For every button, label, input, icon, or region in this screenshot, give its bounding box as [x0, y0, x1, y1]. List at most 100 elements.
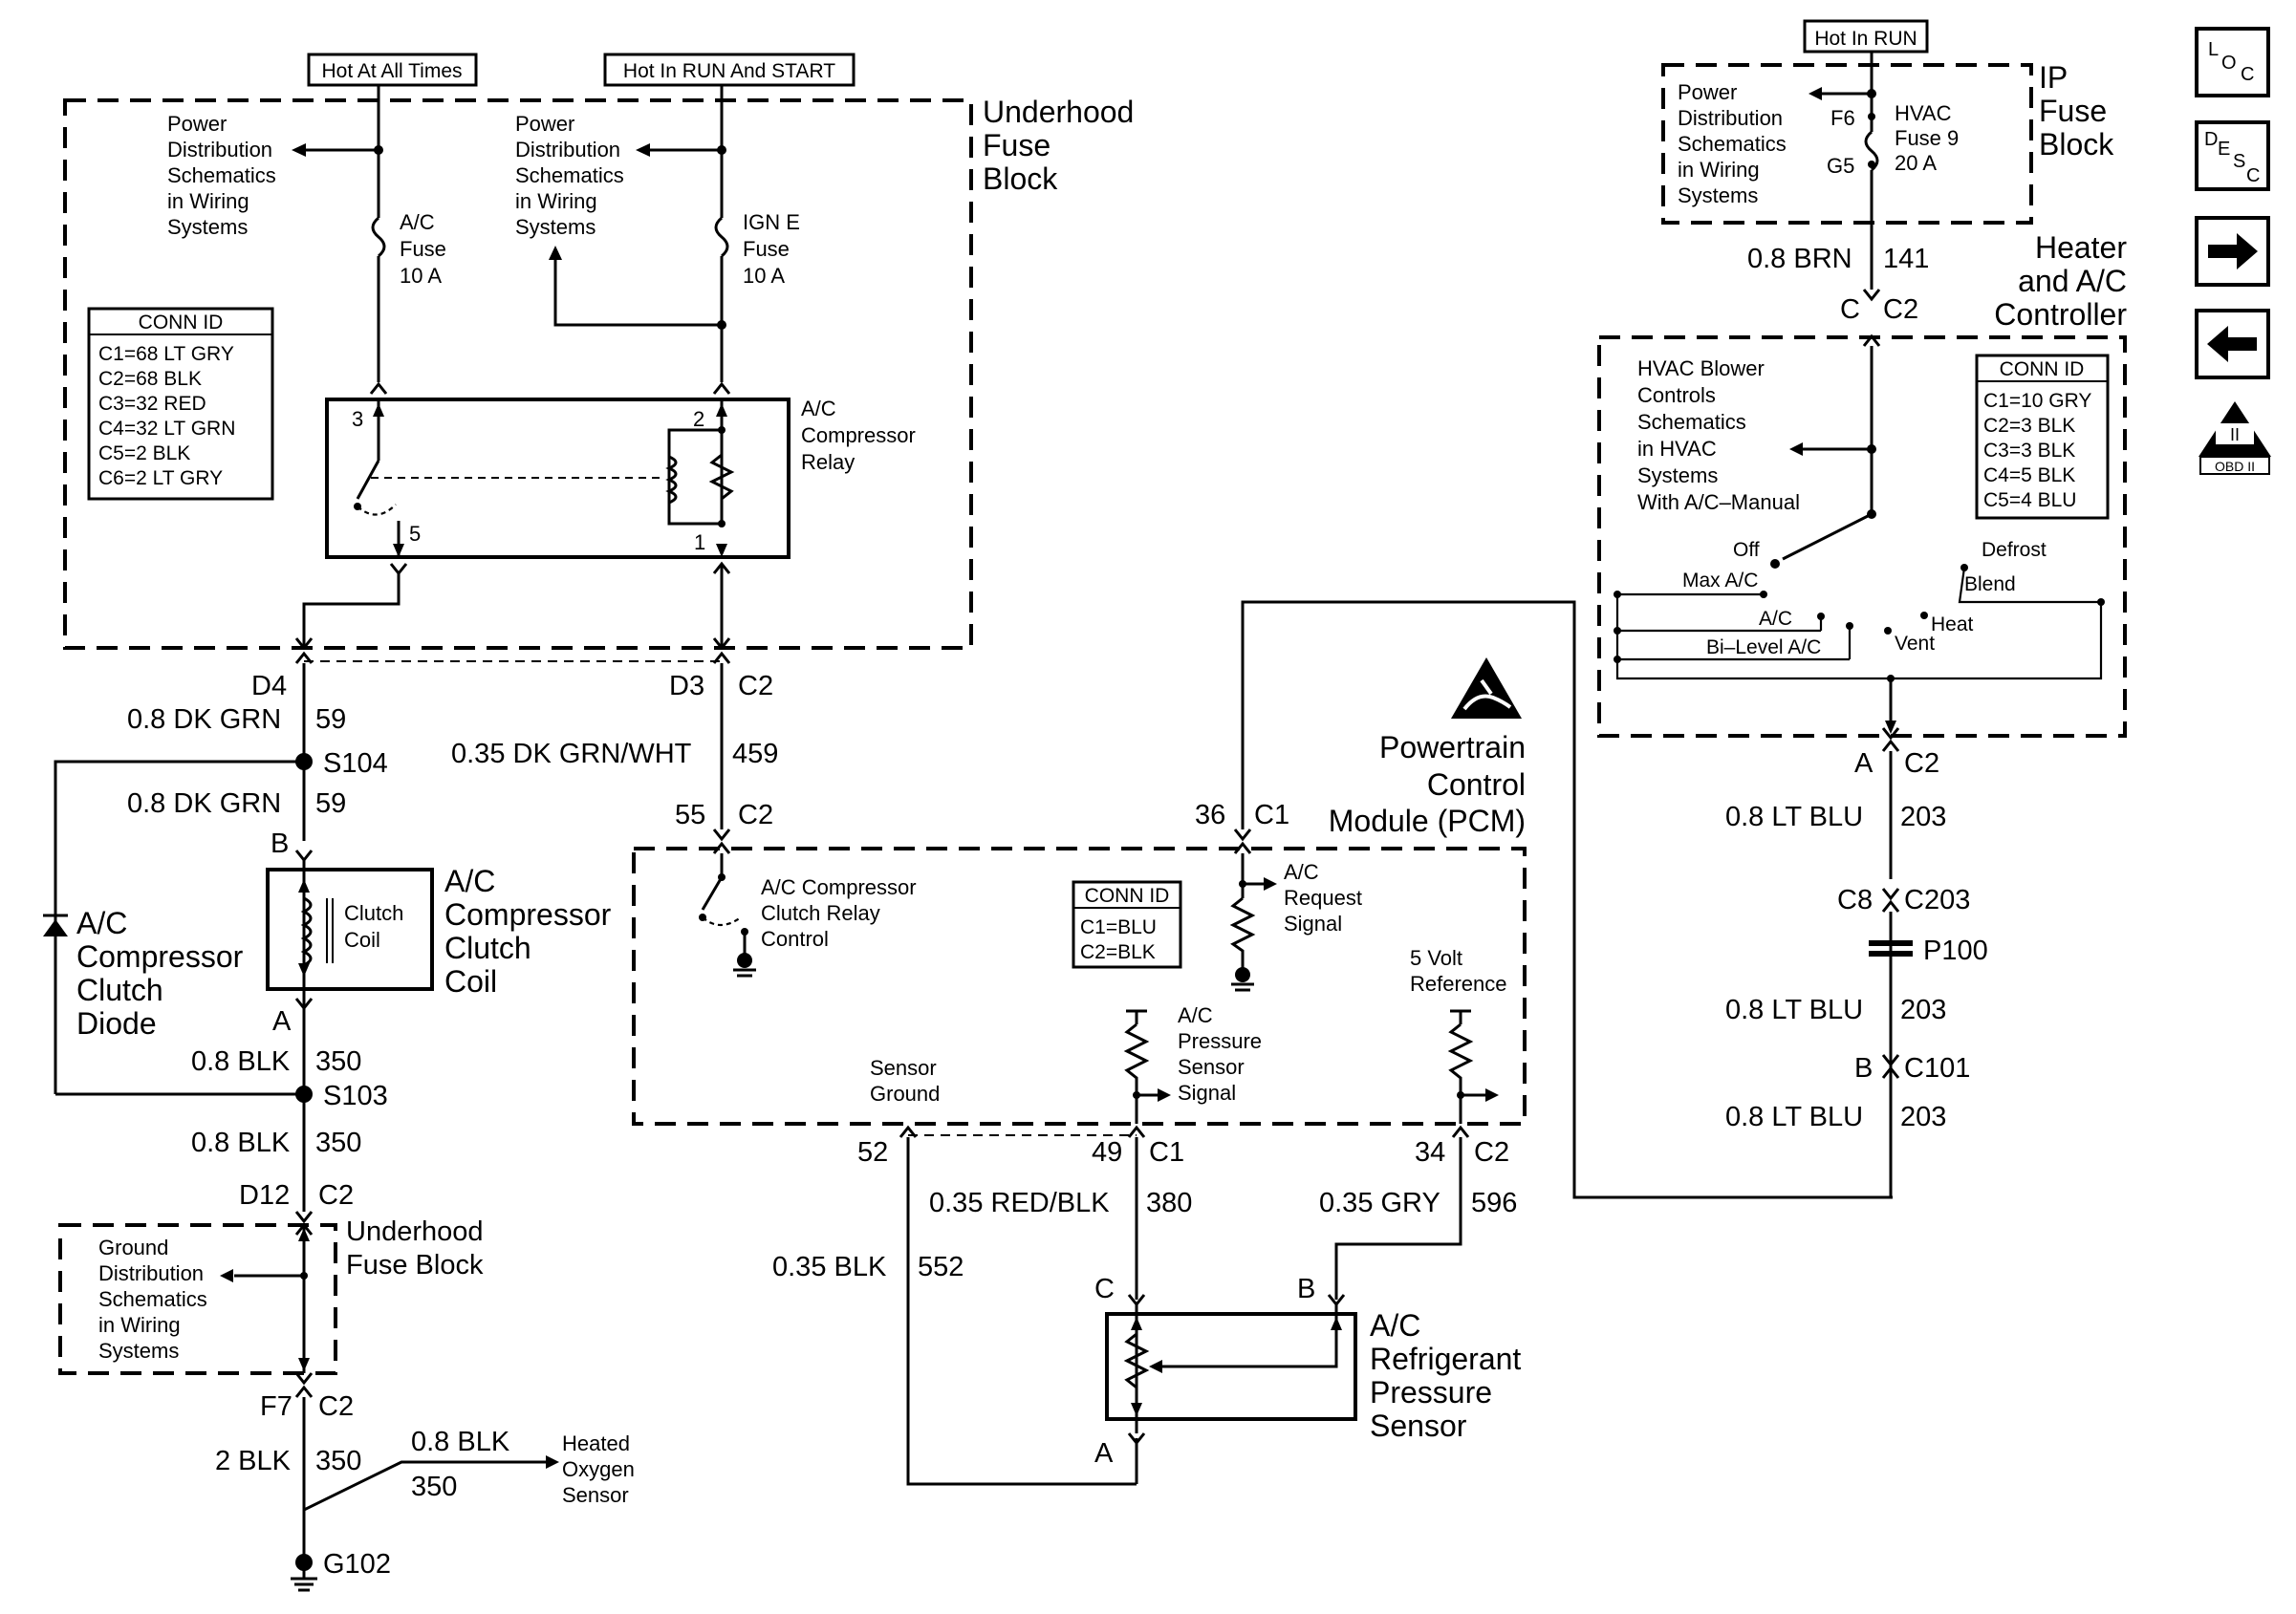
ctrl-conn-id-row: C4=5 BLK [1983, 464, 2075, 486]
ac-fuse-label-3: 10 A [400, 264, 442, 288]
ctrl-conn-id-title: CONN ID [2000, 358, 2085, 380]
pin-34-c2-label: C2 [1474, 1137, 1509, 1168]
ac-fuse-label-2: Fuse [400, 237, 446, 261]
c101-b-label: B [1854, 1053, 1873, 1084]
forward-arrow-icon [2208, 233, 2258, 269]
wire-459-color: 0.35 DK GRN/WHT [451, 739, 692, 769]
hot-run-start-tag: Hot In RUN And START [623, 60, 835, 82]
relay-pin-2: 2 [693, 407, 704, 431]
sensor-label-4: Sensor [1370, 1409, 1467, 1443]
hvac-fuse-1: HVAC [1895, 101, 1952, 125]
ctrl-a-bottom: A [1854, 748, 1874, 779]
ip-pd-1: Power [1678, 80, 1737, 104]
p100-connector [1869, 940, 1913, 957]
ign-fuse-label-3: 10 A [743, 264, 785, 288]
blower-1: HVAC Blower [1637, 356, 1765, 380]
c203-label: C203 [1904, 885, 1970, 915]
sensor-ground-2: Ground [870, 1082, 940, 1106]
blower-6: With A/C–Manual [1637, 490, 1800, 514]
wire-596-color: 0.35 GRY [1319, 1188, 1440, 1218]
loc-letter-l: L [2208, 39, 2219, 60]
pcm-conn-id-row: C1=BLU [1080, 916, 1157, 938]
mode-ac: A/C [1759, 608, 1792, 630]
wire-203-num-b: 203 [1900, 995, 1946, 1025]
left-circuit: D4 0.8 DK GRN 59 S104 0.8 DK GRN 59 B Cl… [43, 637, 722, 1592]
sensor-label-3: Pressure [1370, 1375, 1492, 1410]
middle-circuit: D3 C2 0.35 DK GRN/WHT 459 55 C2 [451, 637, 778, 854]
obd-ii-button[interactable]: II OBD II [2199, 401, 2271, 475]
controller-title-1: Heater [2035, 230, 2127, 265]
pin-52-label: 52 [857, 1137, 888, 1168]
heated-o2-3: Sensor [562, 1483, 629, 1507]
s103-label: S103 [323, 1081, 388, 1111]
mode-switch: Off Max A/C A/C Bi–Level A/C Vent Heat D… [1614, 539, 2105, 682]
blower-5: Systems [1637, 463, 1718, 487]
f7-label: F7 [260, 1391, 292, 1422]
p100-label: P100 [1923, 936, 1988, 966]
ac-refrigerant-pressure-sensor [1105, 1304, 1357, 1433]
ip-f6-label: F6 [1830, 106, 1855, 130]
wire-552-color: 0.35 BLK [772, 1252, 887, 1282]
conn-id-row: C5=2 BLK [98, 442, 190, 464]
desc-letter-d: D [2204, 129, 2218, 150]
pd-right-2: Distribution [515, 138, 620, 161]
ctrl-conn-id-row: C2=3 BLK [1983, 415, 2075, 437]
ctrl-conn-id-row: C3=3 BLK [1983, 440, 2075, 462]
diode-label-3: Clutch [76, 973, 163, 1007]
pin-36-label: 36 [1195, 800, 1225, 830]
c8-label: C8 [1837, 885, 1873, 915]
underhood-fuse-block-title-2: Fuse [983, 128, 1051, 162]
clutch-coil-label-2: Compressor [444, 897, 612, 932]
ac-compressor-clutch-coil: Clutch Coil A/C Compressor Clutch Coil [266, 860, 612, 999]
relay-pin-1: 1 [694, 530, 705, 554]
relay-control-3: Control [761, 927, 829, 951]
pd-left-2: Distribution [167, 138, 272, 161]
pressure-signal-4: Signal [1178, 1081, 1236, 1105]
controller-title-3: Controller [1994, 297, 2127, 332]
ctrl-c2-top: C2 [1883, 294, 1918, 325]
pd-left-4: in Wiring [167, 189, 249, 213]
pd-right-1: Power [515, 112, 574, 136]
ground-dist-2: Distribution [98, 1261, 204, 1285]
mode-vent: Vent [1895, 633, 1935, 655]
ip-fuse-block: Hot In RUN IP Fuse Block F6 G5 HVAC Fuse… [1661, 19, 2114, 290]
loc-button[interactable]: L O C [2195, 27, 2270, 97]
wire-59-color-b: 0.8 DK GRN [127, 788, 281, 819]
back-button[interactable] [2195, 309, 2270, 379]
forward-button[interactable] [2195, 216, 2270, 287]
hvac-fuse-3: 20 A [1895, 151, 1937, 175]
pd-left-1: Power [167, 112, 227, 136]
wire-350-color-b: 0.8 BLK [191, 1128, 291, 1158]
conn-id-row: C3=32 RED [98, 393, 206, 415]
sensor-pin-c: C [1094, 1274, 1115, 1304]
relay-label-2: Compressor [801, 423, 916, 447]
connector-a-label: A [272, 1006, 292, 1037]
wire-203-color-a: 0.8 LT BLU [1725, 802, 1863, 832]
wire-350-color-a: 0.8 BLK [191, 1046, 291, 1077]
relay-control-1: A/C Compressor [761, 875, 917, 899]
wire-2blk-color: 2 BLK [215, 1446, 292, 1476]
ip-fuse-block-title-2: Fuse [2039, 94, 2107, 128]
desc-button[interactable]: D E S C [2195, 120, 2270, 191]
connector-b-label: B [271, 829, 289, 859]
pressure-signal-1: A/C [1178, 1003, 1213, 1027]
obd-roman: II [2230, 425, 2240, 444]
relay-label-3: Relay [801, 450, 855, 474]
ac-compressor-relay: A/C Compressor Relay 3 5 2 [325, 381, 916, 591]
controller-title-2: and A/C [2018, 264, 2127, 298]
pressure-signal-3: Sensor [1178, 1055, 1245, 1079]
heated-o2-1: Heated [562, 1431, 630, 1455]
conn-id-row: C2=68 BLK [98, 368, 202, 390]
pd-right-3: Schematics [515, 163, 624, 187]
ip-fuse-block-title-1: IP [2039, 60, 2068, 95]
wire-596-num: 596 [1471, 1188, 1517, 1218]
s104-label: S104 [323, 748, 388, 779]
pd-left-5: Systems [167, 215, 248, 239]
g102-label: G102 [323, 1549, 391, 1580]
sensor-pin-a: A [1094, 1438, 1114, 1469]
sensor-pin-b: B [1297, 1274, 1315, 1304]
wire-350-num-b: 350 [315, 1128, 361, 1158]
relay-pin-5: 5 [409, 522, 421, 546]
wire-380-num: 380 [1146, 1188, 1192, 1218]
pcm-conn-id-title: CONN ID [1085, 885, 1170, 907]
